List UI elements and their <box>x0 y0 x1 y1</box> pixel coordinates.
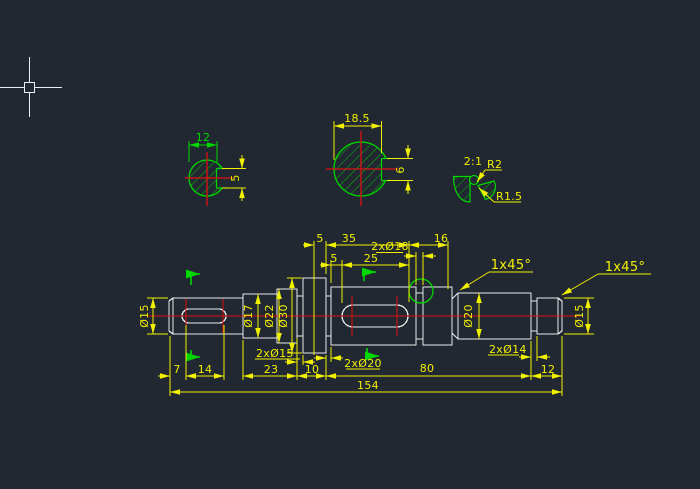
dim-d20: Ø20 <box>462 304 475 328</box>
center-mark <box>185 152 233 206</box>
detail-radius-circle <box>468 174 480 186</box>
dim-d15-left: Ø15 <box>138 304 151 328</box>
dim-bot-12: 12 <box>541 363 556 376</box>
leader-r15 <box>478 187 521 203</box>
groove-callout-14 <box>488 336 550 361</box>
section-view-left: 12 5 <box>185 131 246 206</box>
chamfer-leader-2 <box>561 273 651 296</box>
dim-groove-18: 2xØ18 <box>371 240 409 253</box>
top-groove-callout <box>376 252 436 285</box>
dim-d15-right-lines <box>564 297 594 335</box>
chamfer-label-1: 1x45° <box>491 258 532 273</box>
chamfer-label-2: 1x45° <box>605 260 646 275</box>
groove-callout-15 <box>255 345 315 365</box>
dim-section-width: 18.5 <box>344 112 370 125</box>
chamfer-leader-1 <box>459 271 533 291</box>
dimension-lines <box>147 241 651 396</box>
dim-d30: Ø30 <box>277 304 290 328</box>
detail-callout-circle <box>408 278 434 304</box>
top-chain-2 <box>320 260 409 303</box>
dim-width-lines <box>333 121 382 160</box>
dim-top-16: 16 <box>434 232 449 245</box>
dim-groove-14: 2xØ14 <box>489 343 527 356</box>
dimension-texts: Ø15 Ø17 Ø22 Ø30 Ø20 Ø15 5 35 16 2xØ18 5 … <box>138 232 645 392</box>
dim-bot-80: 80 <box>420 362 435 375</box>
section-arrow-mid-top <box>362 267 376 281</box>
section-arrow-left-bottom <box>186 350 200 362</box>
detail-view: 2:1 R2 R1.5 <box>452 155 522 203</box>
section-arrow-left-top <box>186 269 200 285</box>
dim-top-5b: 5 <box>330 252 337 265</box>
detail-scale-label: 2:1 <box>464 155 483 168</box>
dim-total-154: 154 <box>357 379 379 392</box>
detail-profile-right <box>477 180 496 201</box>
dim-bot-7: 7 <box>173 363 180 376</box>
dim-bot-23: 23 <box>264 363 279 376</box>
leader-r2 <box>476 169 502 183</box>
dim-d30-lines <box>287 277 302 354</box>
section-view-middle: 18.5 6 <box>326 112 413 206</box>
detail-profile-left <box>452 175 471 203</box>
top-chain-1 <box>303 241 449 355</box>
bottom-chain <box>158 325 563 396</box>
dim-d15-right: Ø15 <box>573 304 586 328</box>
dim-depth-lines <box>387 145 413 194</box>
dim-keyway-height: 5 <box>229 174 242 181</box>
dim-top-35: 35 <box>342 232 357 245</box>
dim-top-25: 25 <box>364 252 379 265</box>
dim-d17: Ø17 <box>242 304 255 328</box>
dim-top-5a: 5 <box>316 232 323 245</box>
dim-d15-left-lines <box>147 297 168 335</box>
detail-r-outer: R2 <box>487 158 502 171</box>
dim-depth-lines <box>222 155 246 201</box>
detail-r-inner: R1.5 <box>496 190 522 203</box>
dim-groove-20: 2xØ20 <box>344 357 382 370</box>
dim-bot-14: 14 <box>198 363 213 376</box>
pickbox <box>24 82 35 93</box>
section-arrows <box>186 267 379 362</box>
dim-keyway-height: 6 <box>394 166 407 173</box>
centerlines <box>148 296 580 336</box>
dim-width-lines <box>188 141 218 163</box>
dim-groove-15: 2xØ15 <box>256 347 294 360</box>
dim-section-width: 12 <box>196 131 211 144</box>
groove-callout-20 <box>314 347 380 370</box>
crosshair-cursor <box>0 57 62 117</box>
dim-d22: Ø22 <box>263 304 276 328</box>
center-mark <box>326 131 398 206</box>
dim-bot-10: 10 <box>305 363 320 376</box>
section-arrow-mid-bottom <box>365 348 379 361</box>
